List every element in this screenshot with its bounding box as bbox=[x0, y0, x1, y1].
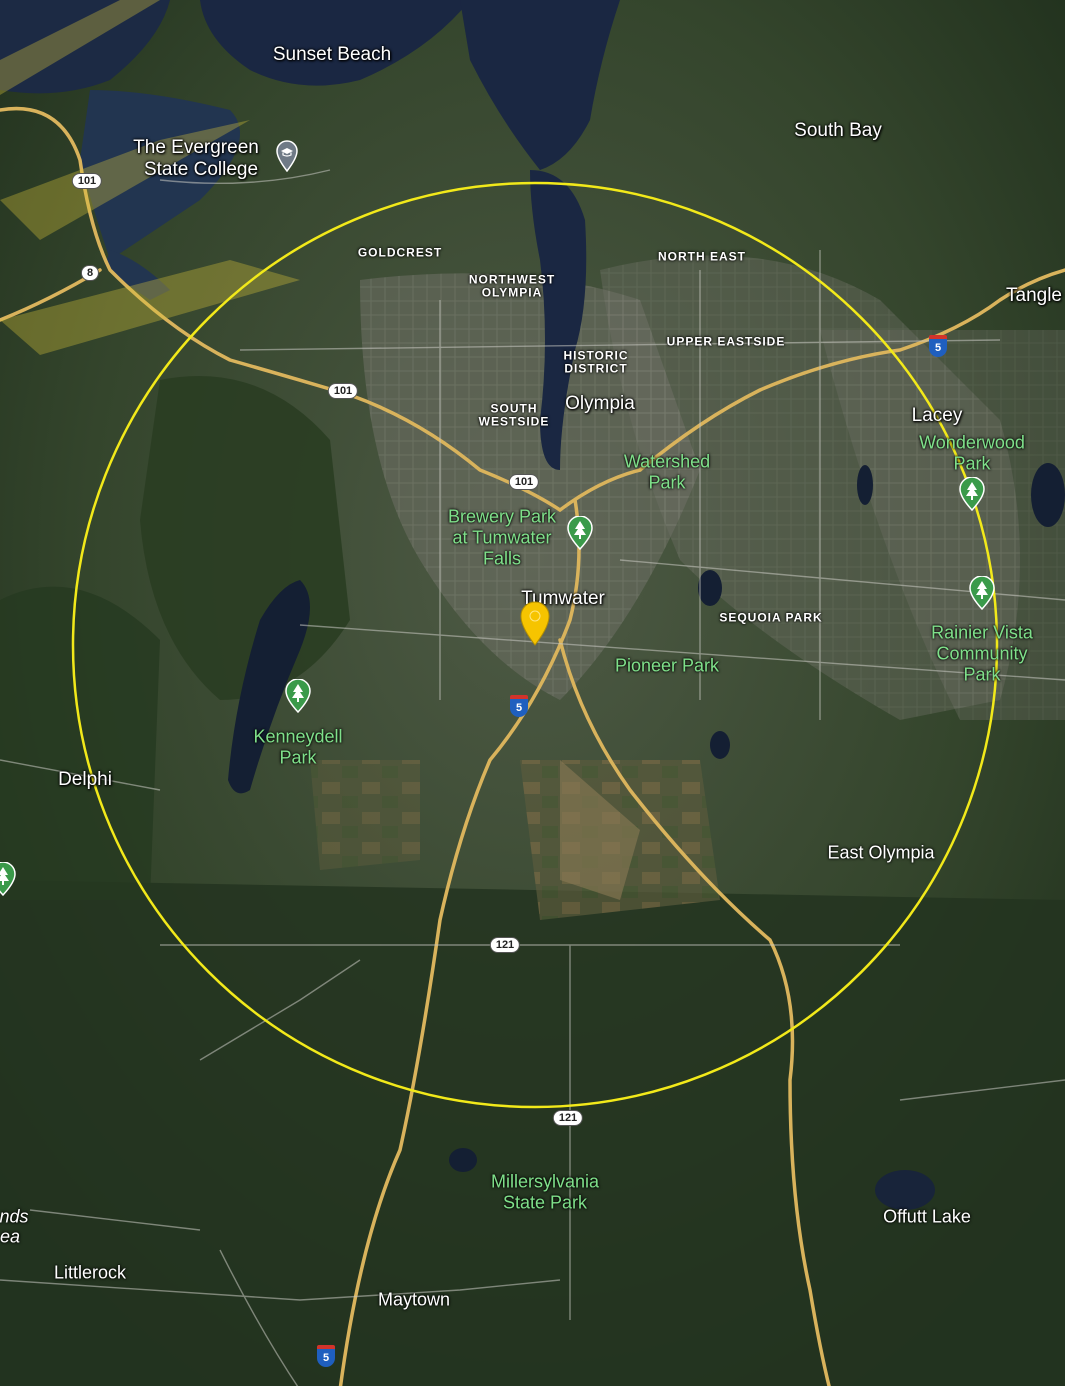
label-south-westside-line1: SOUTH bbox=[490, 401, 538, 416]
us-101-shield: 101 bbox=[71, 173, 103, 189]
label-south-westside-line2: WESTSIDE bbox=[478, 414, 550, 429]
label-watershed-line1: Watershed bbox=[623, 451, 711, 472]
sr-8-shield: 8 bbox=[80, 265, 100, 281]
label-upper-eastside: UPPER EASTSIDE bbox=[666, 334, 786, 349]
label-rainier-line3: Park bbox=[963, 664, 1001, 685]
label-historic-line2: DISTRICT bbox=[564, 361, 628, 376]
label-sunset-beach: Sunset Beach bbox=[272, 44, 392, 66]
label-delphi: Delphi bbox=[58, 769, 112, 791]
sr-121-shield: 121 bbox=[552, 1110, 584, 1126]
label-northwest-line1: NORTHWEST bbox=[468, 272, 556, 287]
label-rainier-line2: Community bbox=[936, 643, 1028, 664]
sr-121-shield: 121 bbox=[489, 937, 521, 953]
label-north-east: NORTH EAST bbox=[658, 249, 746, 264]
label-littlerock: Littlerock bbox=[53, 1262, 127, 1283]
i-5-shield: 5 bbox=[317, 1345, 335, 1367]
label-brewery-line3: Falls bbox=[482, 548, 522, 569]
label-offutt-lake: Offutt Lake bbox=[883, 1206, 971, 1227]
label-maytown: Maytown bbox=[377, 1289, 451, 1310]
map-pin-icon[interactable] bbox=[518, 600, 552, 646]
label-olympia: Olympia bbox=[565, 393, 635, 415]
tree-icon[interactable] bbox=[968, 576, 996, 610]
i-5-shield: 5 bbox=[929, 335, 947, 357]
label-millersylvania-line2: State Park bbox=[502, 1192, 588, 1213]
tree-icon[interactable] bbox=[958, 477, 986, 511]
tree-icon[interactable] bbox=[0, 862, 17, 896]
us-101-shield: 101 bbox=[327, 383, 359, 399]
us-101-shield: 101 bbox=[508, 474, 540, 490]
label-evergreen-line1: The Evergreen bbox=[133, 137, 259, 159]
label-sequoia-park: SEQUOIA PARK bbox=[719, 610, 823, 625]
label-northwest-line2: OLYMPIA bbox=[481, 285, 543, 300]
label-pioneer-park: Pioneer Park bbox=[614, 655, 720, 676]
label-wonderwood-line2: Park bbox=[953, 453, 991, 474]
label-wonderwood-line1: Wonderwood bbox=[919, 432, 1025, 453]
label-brewery-line1: Brewery Park bbox=[447, 506, 557, 527]
tree-icon[interactable] bbox=[566, 516, 594, 550]
label-kenneydell-line1: Kenneydell bbox=[253, 726, 343, 747]
label-edge-line2: ea bbox=[0, 1226, 21, 1247]
label-south-bay: South Bay bbox=[794, 120, 882, 142]
label-lacey: Lacey bbox=[911, 405, 963, 427]
label-edge-line1: nds bbox=[0, 1206, 29, 1227]
label-rainier-line1: Rainier Vista bbox=[931, 622, 1033, 643]
i-5-shield: 5 bbox=[510, 695, 528, 717]
label-east-olympia: East Olympia bbox=[827, 842, 935, 863]
label-tanglewilde: Tangle bbox=[1006, 285, 1062, 307]
label-historic-line1: HISTORIC bbox=[563, 348, 629, 363]
label-kenneydell-line2: Park bbox=[279, 747, 317, 768]
label-watershed-line2: Park bbox=[648, 472, 686, 493]
graduation-cap-icon[interactable] bbox=[274, 140, 300, 172]
label-brewery-line2: at Tumwater bbox=[452, 527, 552, 548]
label-millersylvania-line1: Millersylvania bbox=[490, 1171, 600, 1192]
label-evergreen-line2: State College bbox=[143, 159, 259, 181]
tree-icon[interactable] bbox=[284, 679, 312, 713]
radius-circle bbox=[71, 181, 999, 1109]
label-goldcrest: GOLDCREST bbox=[357, 245, 443, 260]
